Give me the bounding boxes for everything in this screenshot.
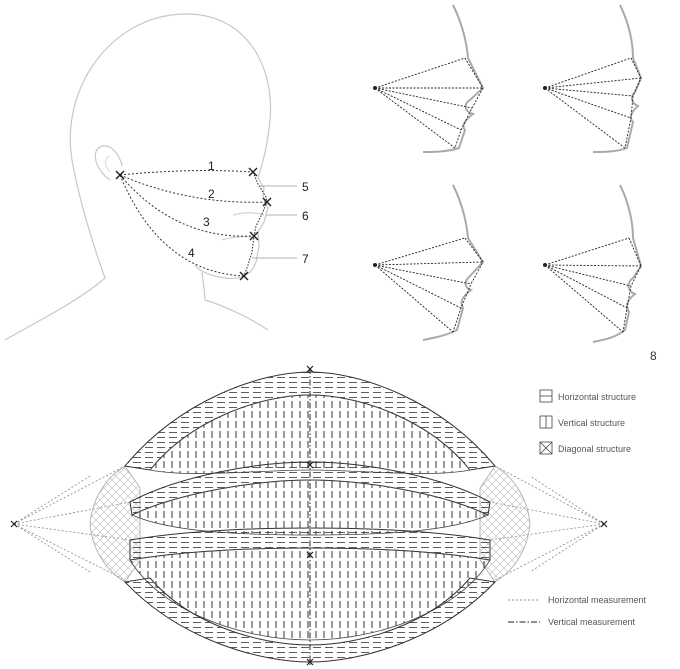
profile-top-left xyxy=(373,5,483,152)
legend: Horizontal structure Vertical structure … xyxy=(508,390,647,627)
mouth-line xyxy=(233,213,264,215)
legend-vertical-measurement-label: Vertical measurement xyxy=(548,617,636,627)
cross-marker-point-1 xyxy=(249,168,257,176)
line-label-2: 2 xyxy=(208,187,215,201)
side-marker-left xyxy=(11,521,17,527)
legend-vertical-structure: Vertical structure xyxy=(540,416,625,428)
line-label-4: 4 xyxy=(188,246,195,260)
origin-dot xyxy=(373,263,377,267)
lip-structure-diagram xyxy=(11,366,607,665)
profile-bottom-right xyxy=(543,185,641,342)
projection-rays xyxy=(375,238,483,332)
side-marker-right xyxy=(601,521,607,527)
legend-horizontal-structure-label: Horizontal structure xyxy=(558,392,636,402)
projection-rays xyxy=(545,58,641,148)
origin-dot xyxy=(543,263,547,267)
profile-outline xyxy=(593,185,641,342)
cross-marker-point-4 xyxy=(240,272,248,280)
legend-vertical-measurement: Vertical measurement xyxy=(508,617,636,627)
origin-dot xyxy=(373,86,377,90)
measure-line-1 xyxy=(120,171,253,175)
head-outline xyxy=(5,14,271,340)
line-label-1: 1 xyxy=(208,159,215,173)
legend-horizontal-measurement: Horizontal measurement xyxy=(508,595,647,605)
point-label-6: 6 xyxy=(302,209,309,223)
measure-line-4 xyxy=(120,175,244,276)
ear xyxy=(95,146,122,180)
line-label-3: 3 xyxy=(203,215,210,229)
cross-marker-ear xyxy=(116,171,124,179)
legend-horizontal-measurement-label: Horizontal measurement xyxy=(548,595,647,605)
profile-top-right xyxy=(543,5,641,152)
origin-dot xyxy=(543,86,547,90)
projection-rays xyxy=(545,238,641,332)
measure-line-2 xyxy=(120,175,267,202)
head-diagram: 1 2 3 4 5 6 7 xyxy=(5,14,309,340)
point-label-5: 5 xyxy=(302,180,309,194)
measure-line-3 xyxy=(120,175,254,236)
legend-horizontal-structure: Horizontal structure xyxy=(540,390,636,402)
page-number: 8 xyxy=(650,349,657,363)
legend-diagonal-structure: Diagonal structure xyxy=(540,442,631,454)
legend-diagonal-structure-label: Diagonal structure xyxy=(558,444,631,454)
profile-outline xyxy=(423,5,483,152)
profile-bottom-left xyxy=(373,185,483,340)
legend-vertical-structure-label: Vertical structure xyxy=(558,418,625,428)
ear-inner xyxy=(106,156,111,172)
point-label-7: 7 xyxy=(302,252,309,266)
neck-front xyxy=(202,272,268,330)
